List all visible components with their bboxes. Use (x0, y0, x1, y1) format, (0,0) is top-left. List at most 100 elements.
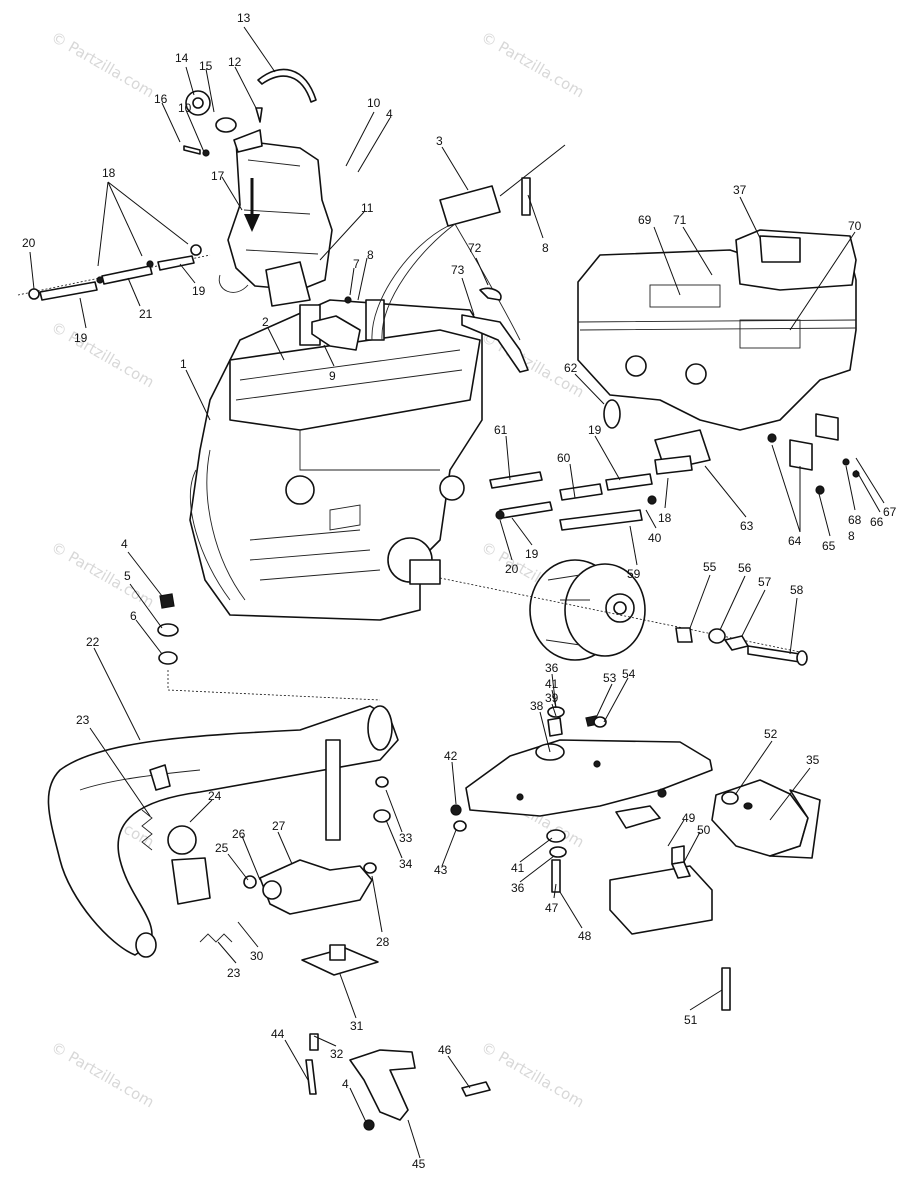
callout-71: 71 (673, 213, 687, 227)
callout-40: 40 (648, 531, 662, 545)
callout-22: 22 (86, 635, 100, 649)
fuel-pump-brackets (767, 413, 860, 495)
callout-18: 18 (658, 511, 672, 525)
choke-bracket (461, 287, 529, 373)
callout-66: 66 (870, 515, 884, 529)
callout-14: 14 (175, 51, 189, 65)
callout-23: 23 (76, 713, 90, 727)
callout-19: 19 (192, 284, 206, 298)
callout-23: 23 (227, 966, 241, 980)
callout-36: 36 (545, 661, 559, 675)
callout-7: 7 (353, 257, 360, 271)
callout-8: 8 (542, 241, 549, 255)
callout-21: 21 (139, 307, 153, 321)
vent-hose (257, 68, 317, 103)
callout-11: 11 (361, 201, 374, 215)
callout-33: 33 (399, 831, 413, 845)
callout-34: 34 (399, 857, 413, 871)
pulley-35 (711, 779, 821, 859)
fuel-tank (577, 229, 857, 431)
callout-37: 37 (733, 183, 747, 197)
mounting-bracket-9 (311, 296, 361, 351)
callout-25: 25 (215, 841, 229, 855)
starter-bolt-set (675, 627, 808, 666)
callout-35: 35 (806, 753, 820, 767)
callout-61: 61 (494, 423, 508, 437)
callout-42: 42 (444, 749, 458, 763)
engine-block (189, 261, 483, 621)
callout-73: 73 (451, 263, 465, 277)
bolt-51 (721, 967, 731, 1011)
callout-72: 72 (468, 241, 482, 255)
callout-63: 63 (740, 519, 754, 533)
callout-24: 24 (208, 789, 222, 803)
callout-56: 56 (738, 561, 752, 575)
callout-20: 20 (505, 562, 519, 576)
callout-3: 3 (436, 134, 443, 148)
callout-52: 52 (764, 727, 778, 741)
callout-46: 46 (438, 1043, 452, 1057)
callout-4: 4 (386, 107, 393, 121)
engine-mounting-plate (465, 706, 713, 817)
callout-48: 48 (578, 929, 592, 943)
callout-51: 51 (684, 1013, 698, 1027)
callout-39: 39 (545, 691, 559, 705)
callout-57: 57 (758, 575, 772, 589)
callout-32: 32 (330, 1047, 344, 1061)
callout-49: 49 (682, 811, 696, 825)
callout-60: 60 (557, 451, 571, 465)
callout-43: 43 (434, 863, 448, 877)
leader-lines (29, 26, 885, 1159)
callout-9: 9 (329, 369, 336, 383)
springs-23 (141, 809, 233, 943)
callout-17: 17 (211, 169, 225, 183)
callout-10: 10 (367, 96, 381, 110)
callout-19: 19 (525, 547, 539, 561)
callout-4: 4 (342, 1077, 349, 1091)
exhaust-pipe (47, 705, 399, 958)
callout-28: 28 (376, 935, 390, 949)
engine-mount-hardware-left (157, 593, 381, 701)
fuel-line-set (489, 399, 711, 531)
callout-19: 19 (74, 331, 88, 345)
mount-bracket-45 (305, 1033, 491, 1131)
callout-50: 50 (697, 823, 711, 837)
manifold-mount-31 (301, 944, 379, 976)
watermark: © Partzilla.com (478, 1038, 587, 1111)
throttle-cable (371, 144, 566, 341)
callout-65: 65 (822, 539, 836, 553)
clamp-bracket (609, 805, 713, 935)
hose-fitting (255, 107, 263, 123)
callout-1: 1 (180, 357, 187, 371)
callout-62: 62 (564, 361, 578, 375)
callout-16: 16 (154, 92, 168, 106)
callout-69: 69 (638, 213, 652, 227)
callout-8: 8 (848, 529, 855, 543)
callout-15: 15 (199, 59, 213, 73)
callout-4: 4 (121, 537, 128, 551)
callout-8: 8 (367, 248, 374, 262)
watermark: © Partzilla.com (478, 28, 587, 101)
callout-38: 38 (530, 699, 544, 713)
callout-41: 41 (511, 861, 525, 875)
oil-tank (218, 129, 333, 293)
callout-44: 44 (271, 1027, 285, 1041)
callout-59: 59 (627, 567, 641, 581)
callout-27: 27 (272, 819, 286, 833)
watermark: © Partzilla.com (48, 28, 157, 101)
callout-41: 41 (545, 677, 559, 691)
callout-47: 47 (545, 901, 559, 915)
callout-30: 30 (250, 949, 264, 963)
callout-54: 54 (622, 667, 636, 681)
callout-64: 64 (788, 534, 802, 548)
callout-2: 2 (262, 315, 269, 329)
callout-55: 55 (703, 560, 717, 574)
bolt-50 (671, 861, 691, 879)
oil-line-assembly (17, 244, 211, 301)
tank-cap (183, 90, 237, 157)
callout-36: 36 (511, 881, 525, 895)
callout-12: 12 (228, 55, 242, 69)
callout-13: 13 (237, 11, 251, 25)
callout-19: 19 (588, 423, 602, 437)
